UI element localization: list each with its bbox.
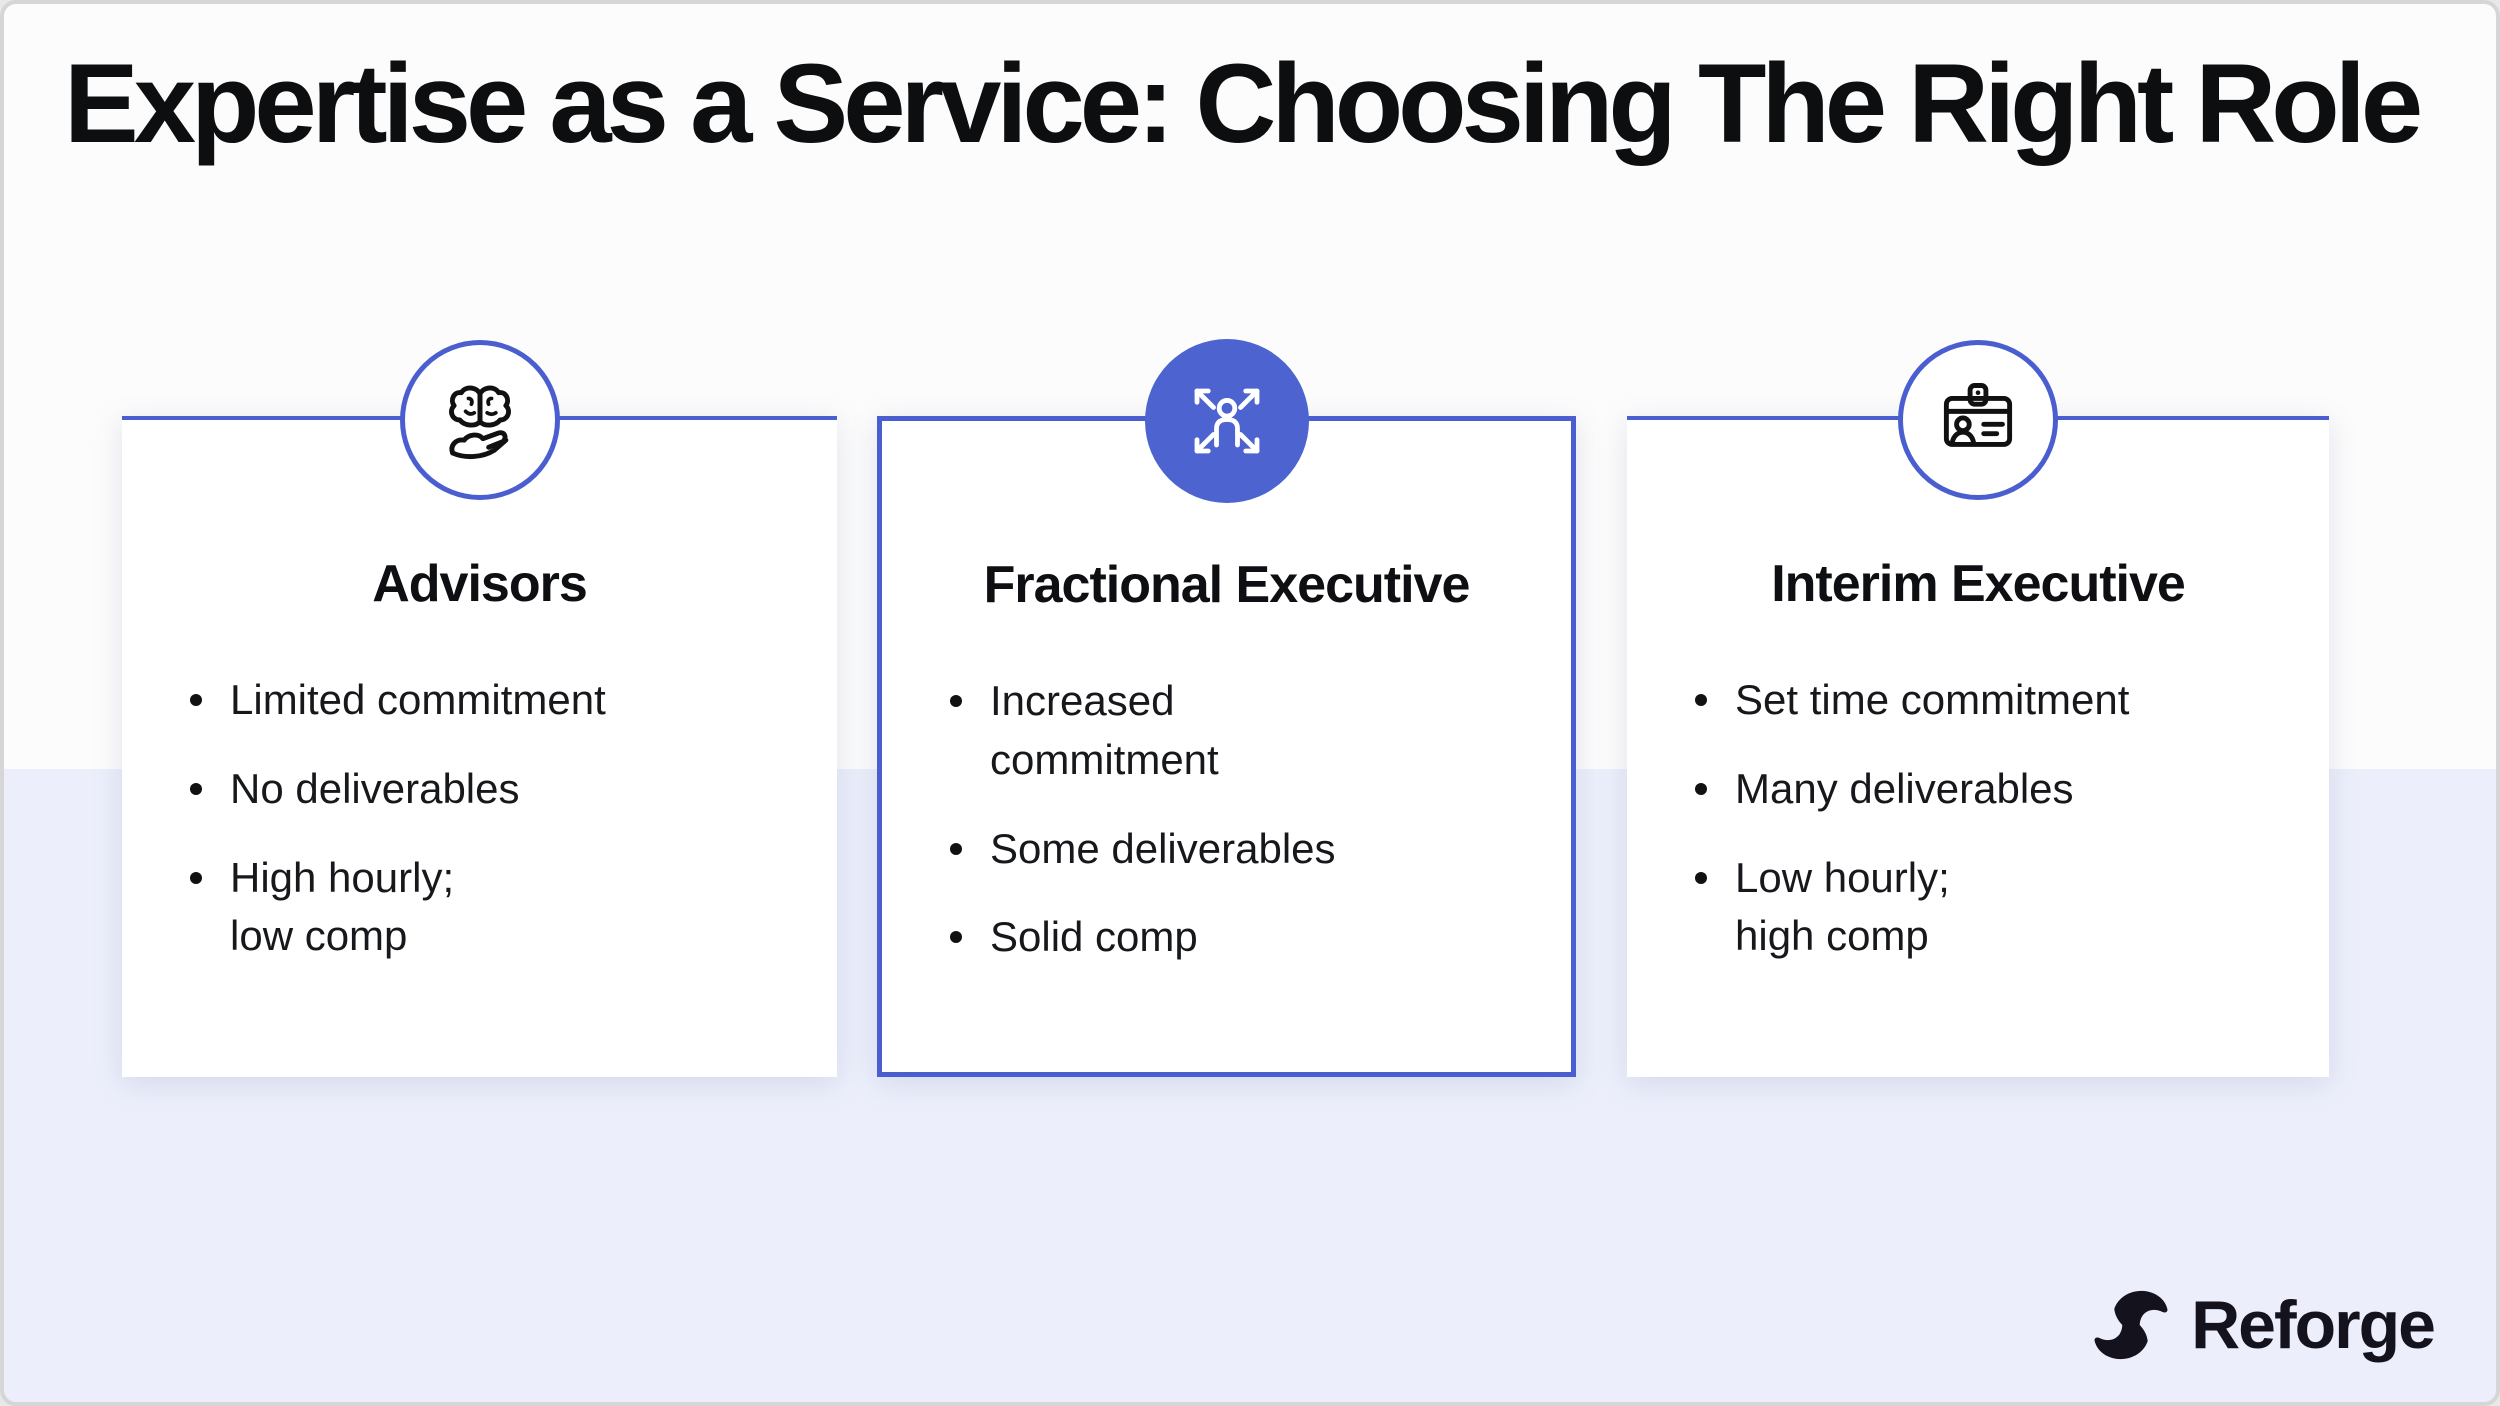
bullet-dot bbox=[1695, 694, 1707, 706]
bullet-dot bbox=[190, 694, 202, 706]
bullet-dot bbox=[950, 842, 962, 855]
list-item: Many deliverables bbox=[1691, 760, 2289, 819]
list-item: Increased commitment bbox=[946, 672, 1531, 790]
card-fractional-executive: Fractional Executive Increased commitmen… bbox=[877, 339, 1576, 1077]
list-item: Set time commitment bbox=[1691, 671, 2289, 730]
list-item: Solid comp bbox=[946, 908, 1531, 967]
bullet-list: Set time commitment Many deliverables Lo… bbox=[1691, 671, 2289, 966]
card-title: Interim Executive bbox=[1771, 555, 2186, 613]
advisors-icon-circle bbox=[399, 340, 560, 500]
bullet-text: Some deliverables bbox=[990, 824, 1336, 872]
interim-executive-icon-circle bbox=[1898, 340, 2058, 500]
bullet-dot bbox=[1695, 782, 1707, 795]
bullet-list: Increased commitment Some deliverables S… bbox=[946, 672, 1531, 967]
bullet-text: Solid comp bbox=[990, 913, 1198, 961]
bullet-dot bbox=[950, 695, 962, 707]
card-title: Fractional Executive bbox=[983, 556, 1471, 614]
id-badge-icon bbox=[1943, 383, 2013, 447]
page-title: Expertise as a Service: Choosing The Rig… bbox=[64, 41, 2423, 166]
list-item: Limited commitment bbox=[186, 671, 797, 730]
bullet-dot bbox=[190, 782, 202, 795]
bullet-dot bbox=[950, 931, 962, 944]
bullet-text: No deliverables bbox=[230, 764, 520, 812]
list-item: No deliverables bbox=[186, 760, 797, 819]
bullet-text: Limited commitment bbox=[230, 676, 606, 723]
person-expand-arrows-icon bbox=[1194, 388, 1259, 454]
brand-lockup: Reforge bbox=[2091, 1282, 2436, 1368]
fractional-executive-icon-circle bbox=[1144, 339, 1309, 503]
card-advisors: Advisors Limited commitment No deliverab… bbox=[122, 340, 837, 1077]
bullet-text: Increased commitment bbox=[990, 677, 1219, 783]
bullet-text: Set time commitment bbox=[1735, 676, 2130, 723]
list-item: High hourly; low comp bbox=[186, 849, 797, 967]
bullet-text: Many deliverables bbox=[1735, 764, 2074, 812]
card-title: Advisors bbox=[372, 555, 588, 613]
reforge-logo-icon bbox=[2091, 1285, 2171, 1365]
list-item: Low hourly; high comp bbox=[1691, 849, 2289, 967]
list-item: Some deliverables bbox=[946, 820, 1531, 879]
bullet-dot bbox=[190, 871, 202, 884]
bullet-text: Low hourly; high comp bbox=[1735, 853, 1950, 960]
bullet-dot bbox=[1695, 871, 1707, 884]
card-interim-executive: Interim Executive Set time commitment Ma… bbox=[1627, 340, 2329, 1077]
bullet-text: High hourly; low comp bbox=[230, 853, 455, 960]
brain-in-hand-icon bbox=[448, 385, 511, 460]
brand-name: Reforge bbox=[2191, 1287, 2436, 1363]
bullet-list: Limited commitment No deliverables High … bbox=[186, 671, 797, 966]
